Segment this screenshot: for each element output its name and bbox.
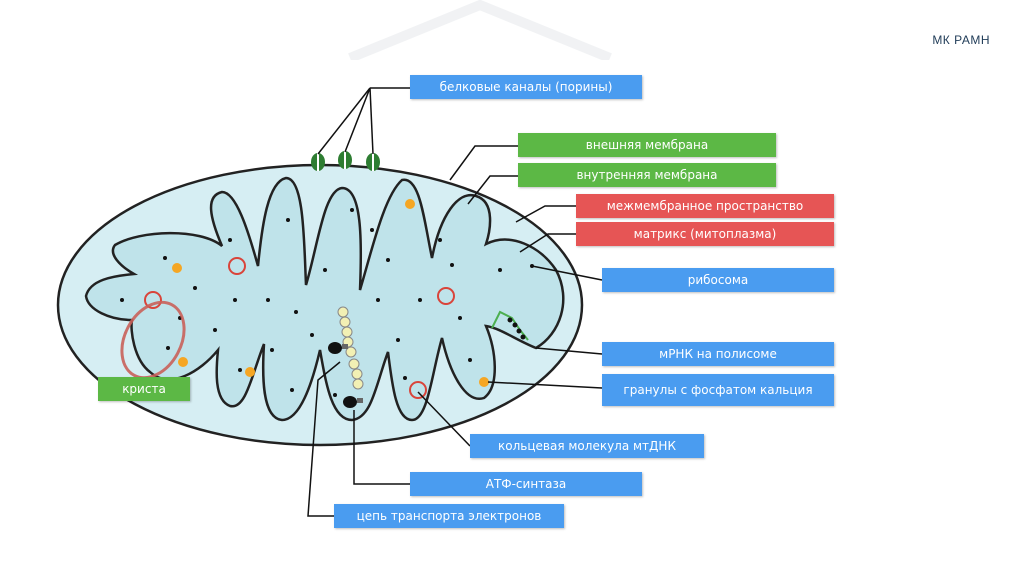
label-matrix: матрикс (митоплазма) bbox=[576, 222, 834, 246]
electron-transport-chain bbox=[337, 306, 364, 390]
label-porins: белковые каналы (порины) bbox=[410, 75, 642, 99]
inner-membrane bbox=[84, 176, 565, 422]
label-intermembrane-space: межмембранное пространство bbox=[576, 194, 834, 218]
label-calcium-granules: гранулы с фосфатом кальция bbox=[602, 374, 834, 406]
ribosomes bbox=[120, 208, 534, 397]
label-mtdna: кольцевая молекула мтДНК bbox=[470, 434, 704, 458]
label-ribosome: рибосома bbox=[602, 268, 834, 292]
porins bbox=[311, 151, 380, 171]
mrna-polysome bbox=[491, 310, 529, 341]
label-outer-membrane: внешняя мембрана bbox=[518, 133, 776, 157]
label-crista: криста bbox=[98, 377, 190, 401]
leader-lines bbox=[307, 87, 603, 517]
label-atp-synthase: АТФ-синтаза bbox=[410, 472, 642, 496]
atp-synthase bbox=[328, 342, 363, 408]
mtdna-rings bbox=[144, 257, 455, 399]
calcium-granules bbox=[172, 199, 489, 387]
label-mrna-polysome: мРНК на полисоме bbox=[602, 342, 834, 366]
brand-name: МК РАМН bbox=[932, 33, 990, 47]
label-inner-membrane: внутренняя мембрана bbox=[518, 163, 776, 187]
label-etc: цепь транспорта электронов bbox=[334, 504, 564, 528]
crista-highlight bbox=[120, 300, 186, 380]
